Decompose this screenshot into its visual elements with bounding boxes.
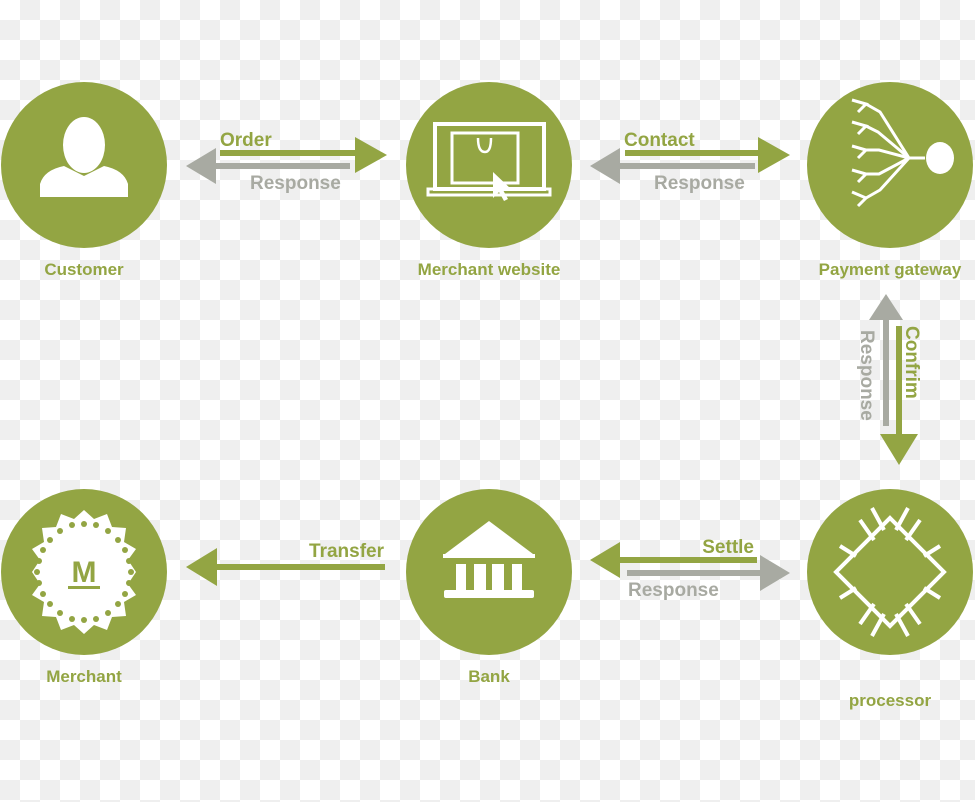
bank-label: Bank <box>468 667 510 686</box>
transfer-arrow <box>186 548 385 586</box>
merchant-website-label: Merchant website <box>418 260 561 279</box>
customer-node <box>1 82 167 248</box>
chip-icon <box>833 507 947 637</box>
payment-gateway-circle <box>807 82 973 248</box>
confirm-label: Confrim <box>901 326 922 399</box>
processor-label: processor <box>849 691 932 710</box>
settle-arrow <box>590 542 757 578</box>
contact-response-label: Response <box>654 173 745 194</box>
confirm-response-label: Response <box>856 330 877 421</box>
confirm-arrow <box>880 326 918 465</box>
bank-node <box>406 489 572 655</box>
settle-response-arrow <box>627 555 790 591</box>
payment-gateway-node <box>807 82 973 248</box>
merchant-label: Merchant <box>46 667 122 686</box>
merchant-badge-icon: M <box>32 510 136 634</box>
order-label: Order <box>220 130 272 151</box>
merchant-node: M <box>1 489 167 655</box>
merchant-website-node <box>406 82 572 248</box>
bank-icon <box>443 521 535 598</box>
badge-letter: M <box>72 556 97 589</box>
person-icon <box>40 117 128 197</box>
order-arrow <box>220 137 387 173</box>
laptop-shopping-icon <box>426 122 552 201</box>
order-response-label: Response <box>250 173 341 194</box>
contact-arrow <box>625 137 790 173</box>
settle-label: Settle <box>702 537 754 558</box>
confirm-response-arrow <box>869 294 903 426</box>
processor-circle <box>807 489 973 655</box>
settle-response-label: Response <box>628 580 719 601</box>
network-branch-icon <box>851 98 954 208</box>
processor-node <box>807 489 973 655</box>
customer-label: Customer <box>44 260 124 279</box>
contact-response-arrow <box>590 148 755 184</box>
merchant-website-circle <box>406 82 572 248</box>
payment-gateway-label: Payment gateway <box>819 260 962 279</box>
order-response-arrow <box>186 148 350 184</box>
transfer-label: Transfer <box>309 541 385 562</box>
bank-circle <box>406 489 572 655</box>
contact-label: Contact <box>624 130 695 151</box>
